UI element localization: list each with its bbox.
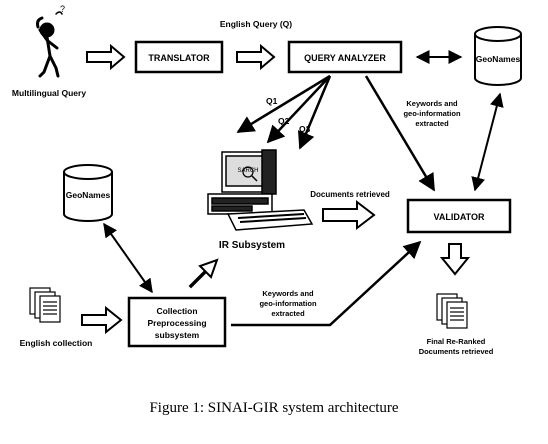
english-collection-label: English collection bbox=[20, 338, 93, 348]
multilingual-query-label: Multilingual Query bbox=[12, 88, 86, 98]
preprocessing-line1: Collection bbox=[156, 306, 197, 316]
collection-preprocessing-box bbox=[127, 296, 227, 348]
arrow-translator-to-analyzer bbox=[236, 43, 276, 71]
validator-label: VALIDATOR bbox=[434, 212, 485, 222]
query-analyzer-label: QUERY ANALYZER bbox=[304, 53, 386, 63]
documents-retrieved-label: Documents retrieved bbox=[310, 190, 390, 199]
final-reranked-line1: Final Re-Ranked bbox=[427, 337, 486, 346]
keywords-top-line1: Keywords and bbox=[406, 99, 458, 108]
arrow-ir-to-validator bbox=[322, 199, 376, 231]
figure-caption: Figure 1: SINAI-GIR system architecture bbox=[149, 400, 399, 416]
keywords-bottom-line2: geo-information bbox=[259, 299, 316, 308]
geonames-top-label: GeoNames bbox=[476, 54, 521, 64]
keywords-top-line3: extracted bbox=[415, 119, 449, 128]
arrow-preprocessing-to-validator bbox=[231, 240, 422, 327]
final-reranked-line2: Documents retrieved bbox=[419, 347, 494, 356]
q2-label: Q2 bbox=[278, 116, 290, 126]
preprocessing-line2: Preprocessing bbox=[147, 318, 206, 328]
preprocessing-line3: subsystem bbox=[155, 330, 200, 340]
arrow-preprocessing-to-ir bbox=[188, 258, 219, 289]
screen-text: SARCH bbox=[237, 168, 258, 174]
geonames-left-label: GeoNames bbox=[66, 190, 111, 200]
q3-label: Q3 bbox=[299, 124, 311, 134]
english-collection-documents-icon bbox=[29, 287, 61, 323]
computer-icon bbox=[207, 149, 314, 231]
ir-subsystem-label: IR Subsystem bbox=[219, 240, 285, 251]
geonames-top-database-icon bbox=[474, 26, 522, 86]
arrow-collection-to-preprocessing bbox=[81, 305, 123, 335]
arrow-q1 bbox=[236, 74, 331, 134]
final-documents-icon bbox=[436, 293, 468, 329]
svg-text:?: ? bbox=[60, 4, 65, 14]
arrow-validator-geonames bbox=[471, 92, 504, 192]
translator-box bbox=[134, 40, 224, 74]
q1-label: Q1 bbox=[266, 96, 278, 106]
arrow-geonames-preprocessing bbox=[103, 222, 153, 294]
arrow-person-to-translator bbox=[86, 43, 126, 71]
keywords-top-line2: geo-information bbox=[403, 109, 460, 118]
validator-box bbox=[406, 198, 512, 234]
arrow-q2 bbox=[266, 75, 331, 144]
keywords-bottom-line3: extracted bbox=[271, 309, 305, 318]
arrow-q3 bbox=[297, 75, 332, 150]
geonames-left-database-icon bbox=[63, 164, 113, 222]
arrow-validator-to-final bbox=[439, 243, 471, 276]
arrow-analyzer-to-validator bbox=[364, 75, 436, 192]
query-analyzer-box bbox=[287, 40, 403, 74]
translator-label: TRANSLATOR bbox=[148, 53, 210, 63]
keywords-bottom-line1: Keywords and bbox=[262, 289, 314, 298]
person-icon: ? bbox=[36, 4, 65, 78]
english-query-label: English Query (Q) bbox=[220, 19, 292, 29]
